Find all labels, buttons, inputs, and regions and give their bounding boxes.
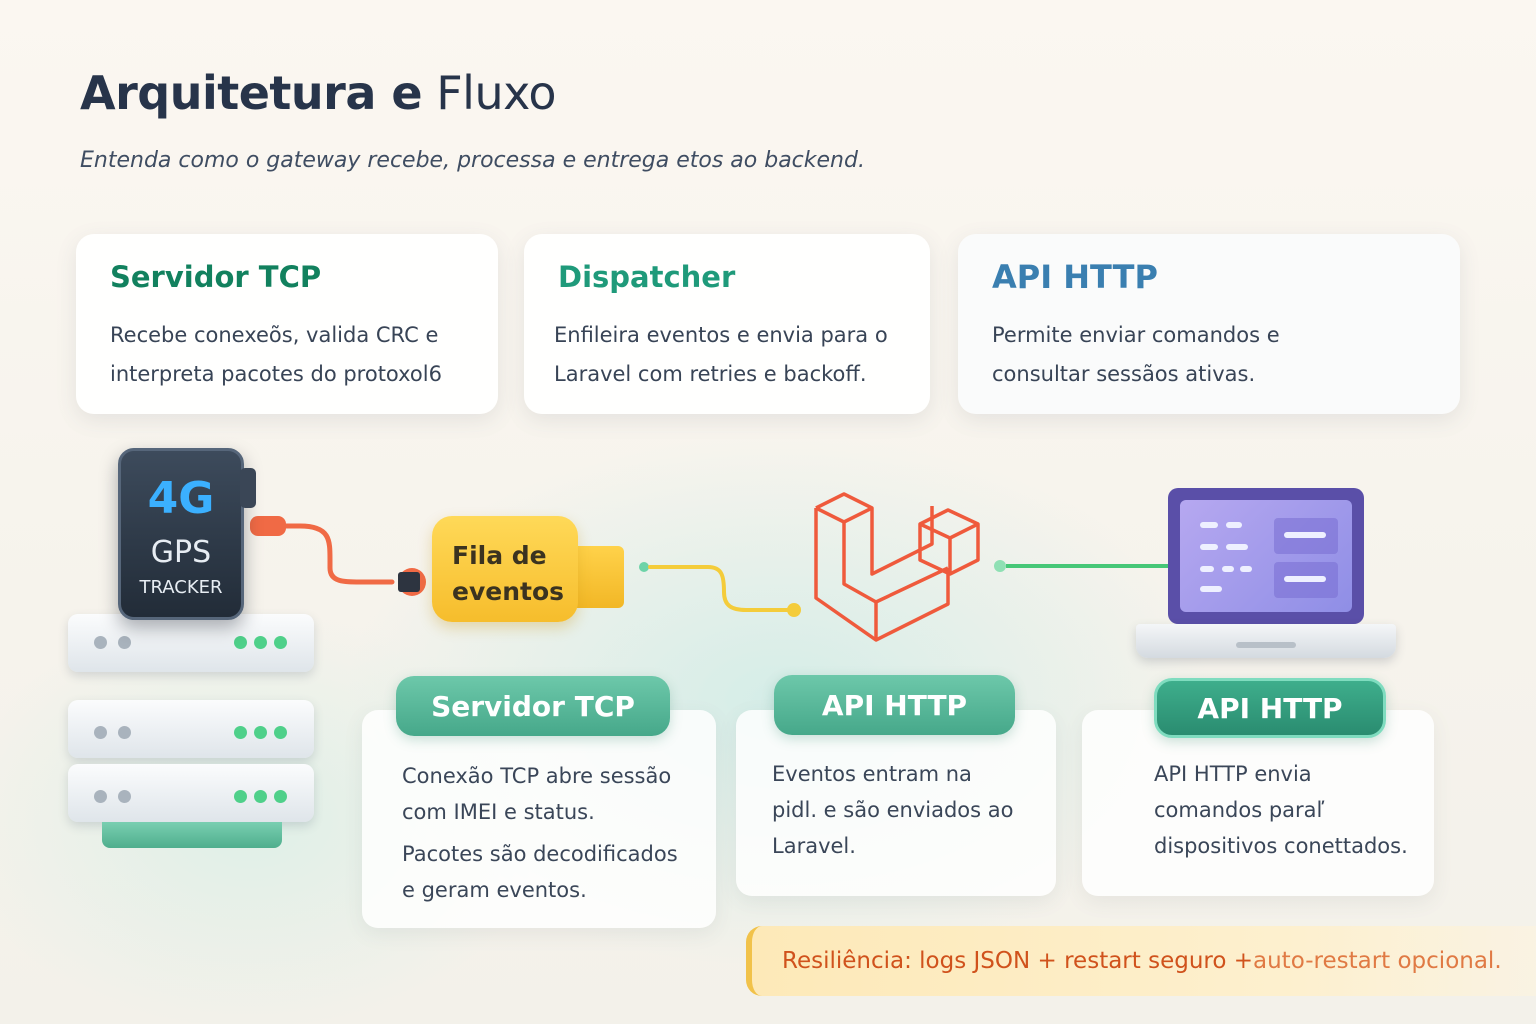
rack-dot: [118, 790, 131, 803]
rack-dot: [94, 790, 107, 803]
card-line: Laravel com retries e backoff.: [554, 362, 867, 386]
queue-icon: Fila de eventos: [432, 516, 578, 622]
cable-plug-tip: [398, 572, 420, 592]
yellow-line: [648, 565, 792, 612]
step-text: Eventos entram na pidl. e são enviados a…: [772, 756, 1013, 864]
step-label-api-http: API HTTP: [774, 675, 1015, 735]
card-title: API HTTP: [992, 258, 1158, 296]
screen-bar: [1200, 586, 1222, 592]
card-text: Enfileira eventos e envia para o Laravel…: [554, 316, 888, 394]
page-subtitle: Entenda como o gateway recebe, processa …: [80, 148, 865, 173]
step-label-api-http-commands: API HTTP: [1154, 678, 1386, 738]
step-line: Laravel.: [772, 834, 856, 858]
yellow-line-start-dot: [639, 562, 649, 572]
step-line: com IMEI e status.: [402, 800, 595, 824]
card-title: Dispatcher: [558, 260, 736, 294]
rack-led: [254, 726, 267, 739]
rack-led: [274, 726, 287, 739]
card-title: Servidor TCP: [110, 260, 322, 294]
server-rack-base: [102, 822, 282, 848]
title-bold: Arquitetura e: [80, 66, 423, 120]
rack-led: [234, 726, 247, 739]
step-card-servidor-tcp: Conexão TCP abre sessão com IMEI e statu…: [362, 710, 716, 928]
screen-bar: [1284, 576, 1326, 582]
screen-bar: [1284, 532, 1326, 538]
orange-cable: [253, 523, 395, 585]
step-line: Eventos entram na: [772, 762, 972, 786]
rack-led: [234, 790, 247, 803]
screen-bar: [1226, 544, 1248, 550]
server-rack-unit: [68, 614, 314, 672]
queue-label-line: eventos: [452, 577, 565, 606]
rack-dot: [94, 726, 107, 739]
laptop-base: [1136, 624, 1396, 658]
step-card-api-http-commands: API HTTP envia comandos paraľ dispositiv…: [1082, 710, 1434, 896]
rack-led: [274, 636, 287, 649]
step-line: pidl. e são enviados ao: [772, 798, 1014, 822]
step-card-api-http: Eventos entram na pidl. e são enviados a…: [736, 710, 1056, 896]
rack-led: [274, 790, 287, 803]
step-line: dispositivos conettados.: [1154, 834, 1408, 858]
yellow-line-end-dot: [787, 603, 801, 617]
card-api-http: API HTTP Permite enviar comandos e consu…: [958, 234, 1460, 414]
step-label-servidor-tcp: Servidor TCP: [396, 676, 670, 736]
card-dispatcher: Dispatcher Enfileira eventos e envia par…: [524, 234, 930, 414]
card-line: Recebe conexeõs, valida CRC e: [110, 323, 439, 347]
tracker-clip: [240, 468, 256, 508]
laptop-trackpad: [1236, 642, 1296, 648]
card-servidor-tcp: Servidor TCP Recebe conexeõs, valida CRC…: [76, 234, 498, 414]
rack-dot: [118, 636, 131, 649]
tracker-gps-label: GPS: [150, 535, 212, 570]
card-line: Permite enviar comandos e: [992, 323, 1280, 347]
queue-connector: [570, 546, 624, 608]
laravel-logo-icon: [814, 492, 980, 642]
card-line: interpreta pacotes do protoxol6: [110, 362, 442, 386]
step-line: API HTTP envia: [1154, 762, 1312, 786]
step-line: Conexão TCP abre sessão: [402, 764, 672, 788]
card-line: Enfileira eventos e envia para o: [554, 323, 888, 347]
banner-text-fade: auto-restart opcional.: [1253, 948, 1502, 974]
page-title: Arquitetura e Fluxo: [80, 66, 557, 120]
screen-bar: [1200, 544, 1218, 550]
rack-led: [254, 636, 267, 649]
screen-bar: [1222, 566, 1234, 572]
gps-tracker-icon: 4G GPS TRACKER: [118, 448, 244, 620]
cable-plug-left: [250, 516, 286, 536]
card-text: Recebe conexeõs, valida CRC e interpreta…: [110, 316, 442, 394]
step-text: API HTTP envia comandos paraľ dispositiv…: [1154, 756, 1408, 864]
step-line: e geram eventos.: [402, 878, 587, 902]
step-line: Pacotes são decodificados: [402, 842, 678, 866]
rack-dot: [118, 726, 131, 739]
card-text: Permite enviar comandos e consultar sess…: [992, 316, 1280, 394]
screen-bar: [1226, 522, 1242, 528]
queue-label-line: Fila de: [452, 541, 547, 570]
laptop-screen-content: [1180, 500, 1352, 612]
title-light: Fluxo: [436, 66, 557, 120]
banner-text: Resiliência: logs JSON + restart seguro …: [782, 948, 1254, 974]
tracker-name-label: TRACKER: [139, 577, 223, 598]
server-rack-unit: [68, 764, 314, 822]
green-line-start-dot: [994, 560, 1006, 572]
screen-bar: [1200, 522, 1218, 528]
step-line: comandos paraľ: [1154, 798, 1325, 822]
server-rack-unit: [68, 700, 314, 758]
rack-led: [234, 636, 247, 649]
tracker-4g-label: 4G: [147, 473, 215, 524]
resilience-banner: Resiliência: logs JSON + restart seguro …: [746, 926, 1536, 996]
screen-bar: [1240, 566, 1252, 572]
rack-led: [254, 790, 267, 803]
screen-bar: [1200, 566, 1214, 572]
rack-dot: [94, 636, 107, 649]
card-line: consultar sessãos ativas.: [992, 362, 1256, 386]
step-text: Conexão TCP abre sessão com IMEI e statu…: [402, 758, 678, 908]
